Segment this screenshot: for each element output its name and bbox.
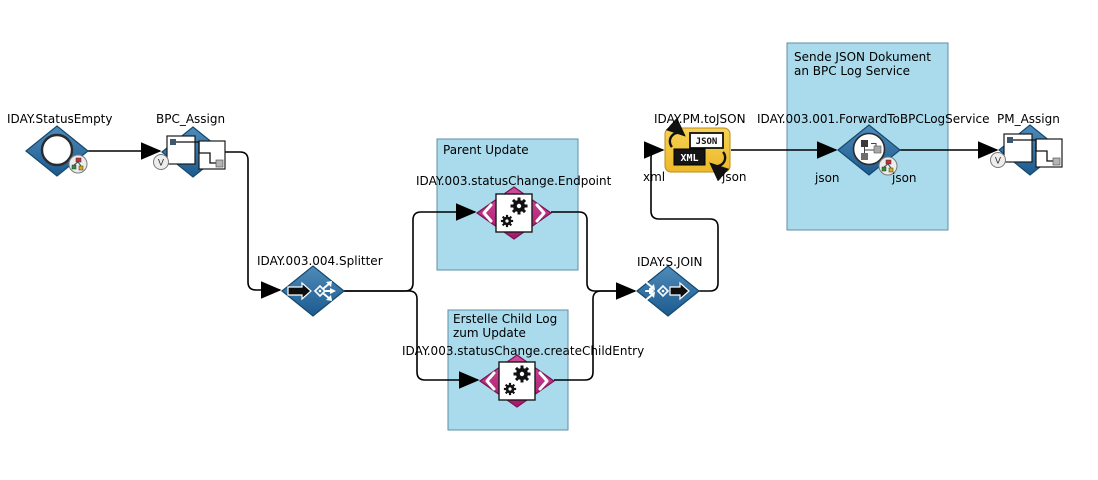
version-badge: V (990, 152, 1006, 168)
port-forward-out: json (892, 171, 917, 185)
svg-text:JSON: JSON (696, 137, 718, 147)
conn-endpoint-to-join[interactable] (551, 211, 637, 300)
node-forward[interactable] (837, 124, 901, 176)
empty-message-icon (40, 133, 74, 167)
integration-process-icon (852, 132, 886, 166)
port-forward-in: json (815, 171, 840, 185)
angle-left-icon (482, 203, 493, 223)
gears-icon-small (500, 214, 514, 228)
label-to-json: IDAY.PM.toJSON (654, 112, 746, 126)
version-badge: V (153, 154, 169, 170)
xml-badge (673, 148, 706, 166)
conn-bpcassign-to-splitter[interactable] (224, 151, 282, 299)
port-tojson-in: xml (643, 170, 666, 184)
label-create-child: IDAY.003.statusChange.createChildEntry (402, 344, 645, 358)
value-mapping-icon (1003, 133, 1063, 168)
gears-icon (510, 197, 528, 215)
svg-text:XML: XML (680, 153, 698, 164)
convert-arrow-up-icon (665, 117, 686, 148)
node-join[interactable] (636, 265, 700, 317)
gears-icon (513, 365, 531, 383)
label-join: IDAY.S.JOIN (637, 255, 703, 269)
port-tojson-out: json (722, 170, 747, 184)
label-splitter: IDAY.003.004.Splitter (257, 254, 383, 268)
splitter-icon (287, 281, 336, 301)
value-mapping-icon (166, 135, 226, 170)
node-endpoint[interactable] (475, 186, 553, 240)
label-status-empty: IDAY.StatusEmpty (7, 112, 113, 126)
join-icon (645, 281, 690, 301)
svg-text:V: V (995, 157, 1002, 167)
group-title-child-log: Erstelle Child Log zum Update (453, 312, 558, 341)
angle-left-icon (485, 371, 496, 391)
convert-arrow-down-icon (709, 151, 730, 182)
node-create-child-entry[interactable] (478, 354, 556, 408)
gears-icon-small (503, 382, 517, 396)
svg-text:V: V (158, 159, 165, 169)
angle-right-icon (535, 203, 546, 223)
node-bpc-assign[interactable]: V (153, 126, 226, 178)
label-forward: IDAY.003.001.ForwardToBPCLogService (757, 112, 990, 126)
label-bpc-assign: BPC_Assign (156, 112, 226, 126)
group-title-bpc-log: Sende JSON Dokument an BPC Log Service (794, 50, 931, 79)
angle-right-icon (538, 371, 549, 391)
conn-join-to-tojson[interactable] (643, 141, 719, 292)
node-status-empty[interactable] (25, 125, 89, 177)
node-splitter[interactable] (281, 265, 345, 317)
label-endpoint: IDAY.003.statusChange.Endpoint (416, 174, 612, 188)
json-badge (689, 132, 724, 149)
node-pm-assign[interactable]: V (990, 124, 1063, 176)
process-badge-icon (878, 156, 898, 176)
group-title-parent-update: Parent Update (443, 143, 529, 157)
label-pm-assign: PM_Assign (997, 112, 1060, 126)
conn-splitter-to-createchild[interactable] (344, 290, 480, 389)
conn-createchild-to-join[interactable] (554, 290, 618, 381)
node-to-json[interactable]: JSON XML (664, 117, 731, 182)
process-badge-icon (68, 154, 88, 174)
